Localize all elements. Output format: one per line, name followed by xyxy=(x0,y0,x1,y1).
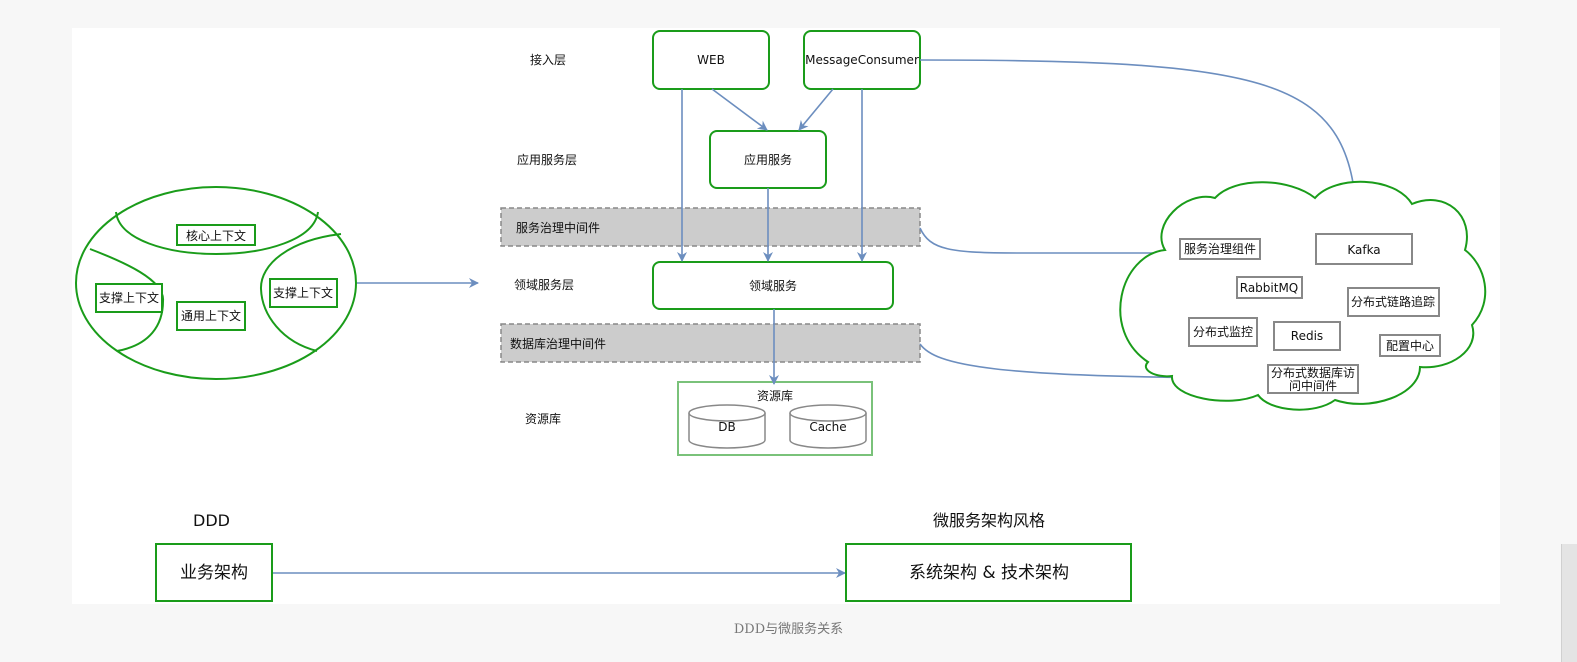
core-context: 核心上下文 xyxy=(176,224,256,246)
cloud-db-access-line1: 分布式数据库访 xyxy=(1271,365,1355,380)
message-consumer-label: MessageConsumer xyxy=(805,53,919,67)
cloud-kafka-label: Kafka xyxy=(1347,243,1380,257)
business-architecture-label: 业务架构 xyxy=(180,563,248,583)
web-label: WEB xyxy=(697,53,725,67)
arrow-mq-to-kafka xyxy=(919,59,1362,221)
arrow-web-to-app xyxy=(711,88,768,131)
cloud-monitoring: 分布式监控 xyxy=(1188,317,1258,347)
db-label: DB xyxy=(718,420,735,434)
repository-title: 资源库 xyxy=(757,388,793,403)
cloud-kafka: Kafka xyxy=(1315,233,1413,265)
cloud-config-center-label: 配置中心 xyxy=(1386,338,1434,353)
cloud-service-governance-component: 服务治理组件 xyxy=(1179,238,1261,260)
support-context-left-label: 支撑上下文 xyxy=(99,290,159,305)
layer-label-access: 接入层 xyxy=(530,52,566,67)
cache-label: Cache xyxy=(809,420,846,434)
cloud-monitoring-label: 分布式监控 xyxy=(1193,325,1253,339)
web-box: WEB xyxy=(652,30,770,90)
cloud-service-governance-label: 服务治理组件 xyxy=(1184,241,1256,256)
cloud-db-access-line2: 问中间件 xyxy=(1289,378,1337,393)
cloud-tracing: 分布式链路追踪 xyxy=(1347,287,1440,317)
figure-caption: DDD与微服务关系 xyxy=(733,622,844,637)
generic-context-label: 通用上下文 xyxy=(181,308,241,323)
business-architecture-box: 业务架构 xyxy=(155,543,273,602)
cloud-rabbitmq: RabbitMQ xyxy=(1236,276,1303,299)
arrow-service-governance-to-cloud xyxy=(919,227,1183,258)
ddd-context-ellipse xyxy=(75,186,357,380)
db-cylinder: DB xyxy=(688,404,766,449)
app-service-box: 应用服务 xyxy=(709,130,827,189)
system-tech-architecture-box: 系统架构 & 技术架构 xyxy=(845,543,1132,602)
db-governance-label: 数据库治理中间件 xyxy=(510,336,606,351)
cloud-redis: Redis xyxy=(1273,321,1341,351)
service-governance-middleware: 服务治理中间件 xyxy=(500,207,921,247)
arrow-mq-to-app xyxy=(798,88,834,131)
cache-cylinder: Cache xyxy=(789,404,867,449)
layer-label-app-service: 应用服务层 xyxy=(517,152,577,167)
domain-service-box: 领域服务 xyxy=(652,261,894,310)
microservice-title: 微服务架构风格 xyxy=(933,511,1045,530)
scrollbar[interactable] xyxy=(1561,544,1577,662)
db-governance-middleware: 数据库治理中间件 xyxy=(500,323,921,363)
cloud-redis-label: Redis xyxy=(1291,329,1323,343)
service-governance-label: 服务治理中间件 xyxy=(516,220,600,235)
cloud-tracing-label: 分布式链路追踪 xyxy=(1351,294,1435,309)
core-context-label: 核心上下文 xyxy=(186,228,246,243)
cloud-rabbitmq-label: RabbitMQ xyxy=(1240,281,1299,295)
support-context-right: 支撑上下文 xyxy=(269,278,338,308)
app-service-label: 应用服务 xyxy=(744,152,792,167)
cloud-db-access-middleware: 分布式数据库访 问中间件 xyxy=(1267,364,1359,394)
cloud-config-center: 配置中心 xyxy=(1379,334,1441,357)
ddd-title: DDD xyxy=(193,511,230,530)
generic-context: 通用上下文 xyxy=(176,301,246,331)
domain-service-label: 领域服务 xyxy=(749,278,797,293)
system-tech-architecture-label: 系统架构 & 技术架构 xyxy=(909,563,1069,583)
support-context-right-label: 支撑上下文 xyxy=(273,285,333,300)
message-consumer-box: MessageConsumer xyxy=(803,30,921,90)
layer-label-domain-service: 领域服务层 xyxy=(514,277,574,292)
support-context-left: 支撑上下文 xyxy=(95,283,163,313)
layer-label-resource: 资源库 xyxy=(525,411,561,426)
